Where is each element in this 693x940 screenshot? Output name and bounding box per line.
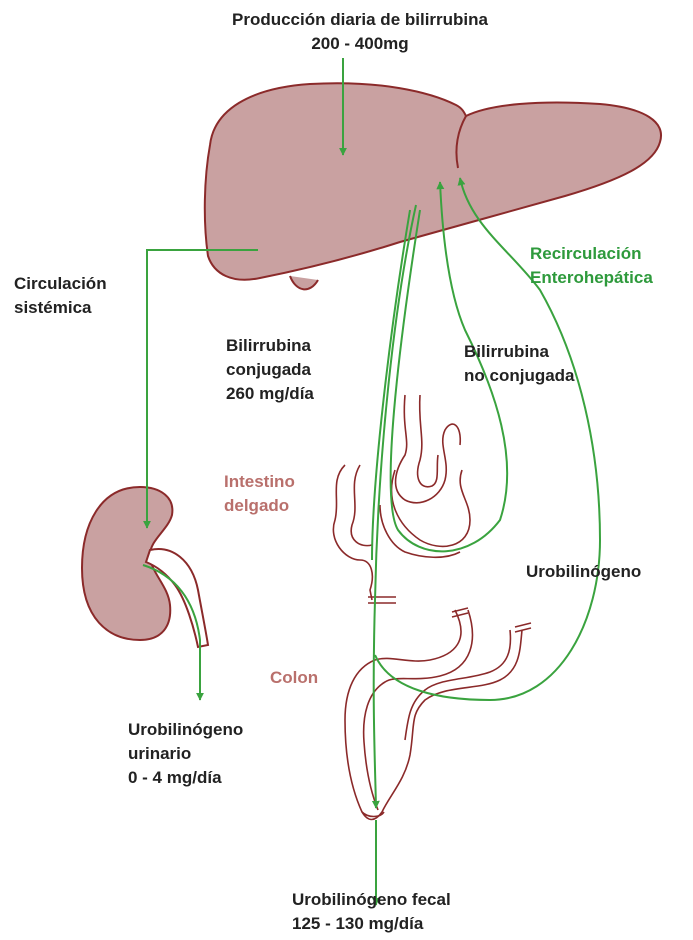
conjugated-bilirubin-label: Bilirrubina conjugada 260 mg/día — [226, 334, 314, 406]
title-line2: 200 - 400mg — [190, 32, 530, 56]
fecal-urobilinogen-label: Urobilinógeno fecal 125 - 130 mg/día — [292, 888, 451, 936]
urinary-line1: Urobilinógeno — [128, 718, 243, 742]
systemic-line2: sistémica — [14, 296, 107, 320]
title-line1: Producción diaria de bilirrubina — [190, 8, 530, 32]
conjugated-line3: 260 mg/día — [226, 382, 314, 406]
unconjugated-bilirubin-label: Bilirrubina no conjugada — [464, 340, 575, 388]
urinary-line3: 0 - 4 mg/día — [128, 766, 243, 790]
enterohepatic-line1: Recirculación — [530, 242, 653, 266]
systemic-circulation-label: Circulación sistémica — [14, 272, 107, 320]
colon-icon — [345, 608, 531, 820]
colon-label: Colon — [270, 666, 318, 690]
small-intestine-label: Intestino delgado — [224, 470, 295, 518]
conjugated-line2: conjugada — [226, 358, 314, 382]
fecal-line1: Urobilinógeno fecal — [292, 888, 451, 912]
kidney-icon — [82, 487, 208, 647]
urobilinogen-label: Urobilinógeno — [526, 560, 641, 584]
urinary-urobilinogen-label: Urobilinógeno urinario 0 - 4 mg/día — [128, 718, 243, 790]
unconjugated-line1: Bilirrubina — [464, 340, 575, 364]
urinary-line2: urinario — [128, 742, 243, 766]
enterohepatic-recirculation-label: Recirculación Enterohepática — [530, 242, 653, 290]
enterohepatic-line2: Enterohepática — [530, 266, 653, 290]
conjugated-line1: Bilirrubina — [226, 334, 314, 358]
small-intestine-icon — [333, 395, 470, 603]
systemic-line1: Circulación — [14, 272, 107, 296]
small-intestine-line2: delgado — [224, 494, 295, 518]
unconjugated-line2: no conjugada — [464, 364, 575, 388]
diagram-title: Producción diaria de bilirrubina 200 - 4… — [190, 8, 530, 56]
small-intestine-line1: Intestino — [224, 470, 295, 494]
fecal-line2: 125 - 130 mg/día — [292, 912, 451, 936]
